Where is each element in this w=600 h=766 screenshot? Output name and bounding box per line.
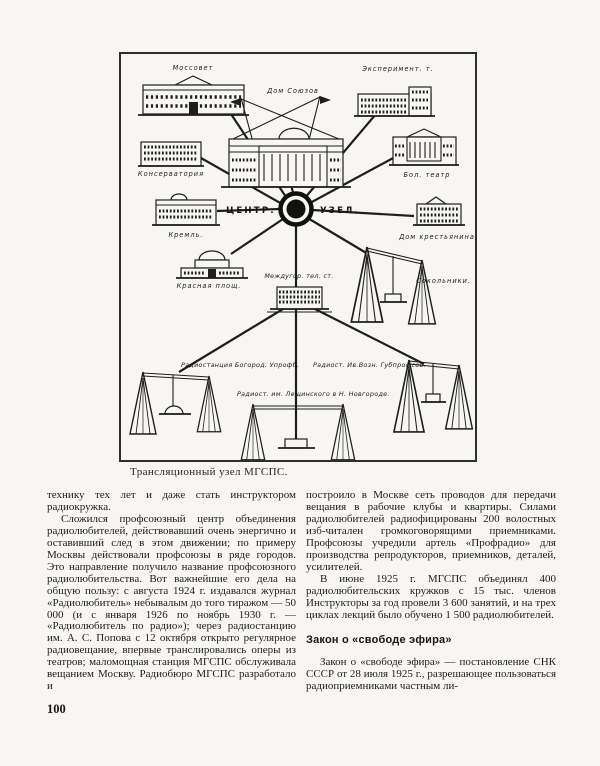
label-krasnaya-ploshchad: Красная площ. xyxy=(177,282,242,290)
paragraph: В июне 1925 г. МГСПС объединял 400 радио… xyxy=(306,572,556,621)
figure-frame: Моссовет Дом Союзов Эксперимент. т. Конс… xyxy=(119,52,477,462)
intercity-tel-station-building-icon xyxy=(267,286,332,313)
label-radio-leshchinsky: Радиост. им. Лещинского в Н. Новгороде. xyxy=(237,390,390,398)
paragraph: построило в Москве сеть проводов для пер… xyxy=(306,489,556,573)
article-right-column: построило в Москве сеть проводов для пер… xyxy=(306,489,556,693)
label-kremlin: Кремль. xyxy=(168,231,203,239)
page-number: 100 xyxy=(47,702,66,716)
mossovet-building-icon xyxy=(138,75,249,116)
radio-iv-vozn-antenna-icon xyxy=(393,359,474,433)
label-mossovet: Моссовет xyxy=(173,64,214,72)
paragraph: Закон о «свободе эфира» — постановление … xyxy=(306,656,556,693)
dom-krestyanina-building-icon xyxy=(413,196,465,226)
label-radio-iv-vozn: Радиост. Ив.Возн. Губпрофсов. xyxy=(313,361,426,369)
central-node-icon xyxy=(278,191,314,227)
kremlin-building-icon xyxy=(152,193,220,226)
krasnaya-ploshchad-building-icon xyxy=(176,250,248,279)
dom-soyuzov-building-icon xyxy=(221,95,351,188)
bolshoi-theater-building-icon xyxy=(389,128,459,166)
label-bolshoi-theater: Бол. театр xyxy=(404,171,451,179)
radio-leshchinsky-antenna-icon xyxy=(240,403,356,460)
label-central-node-left: ЦЕНТР. xyxy=(226,206,276,216)
article-left-column: технику тех лет и даже стать инструкторо… xyxy=(47,489,296,693)
label-radio-bogorodsk: Радиостанция Богород. Упрофб. xyxy=(181,361,299,369)
network-diagram-illustration: Моссовет Дом Союзов Эксперимент. т. Конс… xyxy=(129,64,475,460)
paragraph: Сложился профсоюзный центр объединения р… xyxy=(47,512,296,693)
section-heading: Закон о «свободе эфира» xyxy=(306,634,452,647)
label-intercity-tel-station: Междугор. тел. ст. xyxy=(264,272,333,280)
radio-bogorodsk-antenna-icon xyxy=(129,371,222,435)
paragraph: технику тех лет и даже стать инструкторо… xyxy=(47,489,296,513)
sokolniki-antenna-icon xyxy=(350,246,437,325)
label-dom-soyuzov: Дом Союзов xyxy=(266,87,319,95)
experiment-theater-building-icon xyxy=(354,86,435,117)
label-experiment-theater: Эксперимент. т. xyxy=(361,65,433,73)
label-central-node-right: УЗЕЛ. xyxy=(320,206,360,216)
label-dom-krestyanina: Дом крестьянина xyxy=(398,233,475,241)
figure-caption: Трансляционный узел МГСПС. xyxy=(130,466,288,478)
label-conservatory: Консерватория xyxy=(138,170,204,178)
label-sokolniki: Сокольники. xyxy=(416,277,471,285)
conservatory-building-icon xyxy=(138,141,204,167)
